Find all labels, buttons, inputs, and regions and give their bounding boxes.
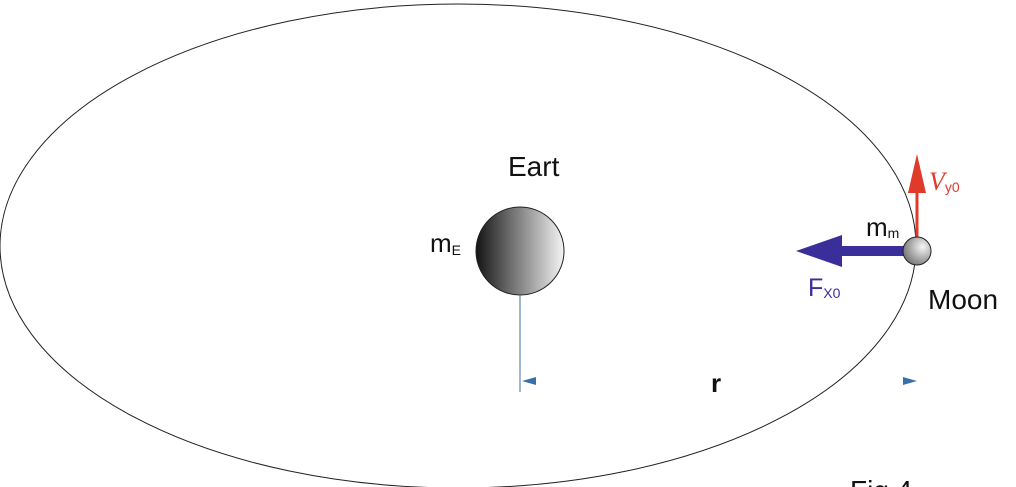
earth-mass-subscript: E <box>452 242 461 258</box>
moon-sphere <box>902 236 932 266</box>
velocity-label: Vy0 <box>929 167 960 196</box>
figure-caption: Fig.4 <box>850 475 912 487</box>
right-dimension-arrowhead <box>903 377 917 385</box>
left-dimension-arrowhead <box>522 377 536 385</box>
moon-mass-symbol: m <box>866 212 888 242</box>
moon-name-label: Moon <box>928 284 998 315</box>
moon-mass-label: mm <box>866 212 899 242</box>
earth-sphere <box>475 206 565 296</box>
force-symbol: F <box>808 274 823 302</box>
earth-mass-label: mE <box>430 228 461 258</box>
distance-r-label: r <box>711 368 721 398</box>
earth-mass-symbol: m <box>430 228 452 258</box>
force-arrowhead <box>796 235 842 267</box>
force-label: FX0 <box>808 274 841 302</box>
velocity-arrowhead <box>908 154 926 193</box>
velocity-subscript: y0 <box>945 179 960 195</box>
velocity-symbol: V <box>929 167 948 196</box>
force-arrow-shaft <box>838 246 906 256</box>
force-subscript: X0 <box>823 285 840 301</box>
moon-mass-subscript: m <box>888 225 900 241</box>
earth-name-label: Eart <box>508 151 560 182</box>
